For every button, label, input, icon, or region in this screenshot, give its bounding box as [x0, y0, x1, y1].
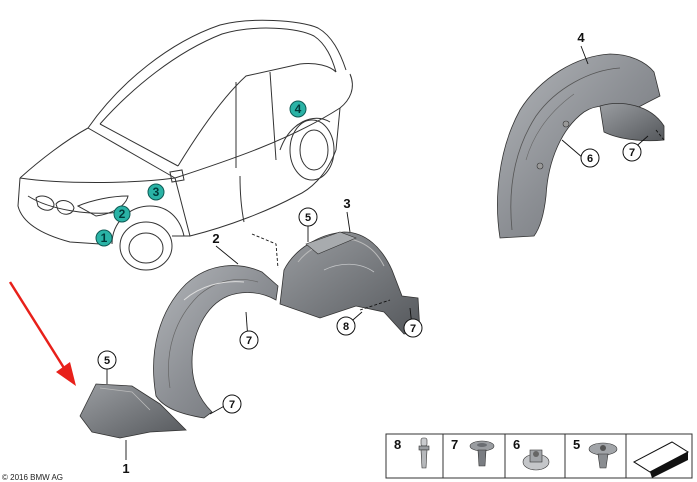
rivet-icon [418, 437, 430, 469]
part-number-3: 3 [343, 196, 350, 211]
callout-5-upper: 5 [298, 207, 318, 227]
legend-number-7: 7 [451, 437, 458, 452]
svg-text:1: 1 [101, 231, 108, 245]
callout-7-right: 7 [403, 318, 423, 338]
svg-text:7: 7 [410, 323, 416, 335]
svg-text:7: 7 [229, 399, 235, 411]
legend-number-6: 6 [513, 437, 520, 452]
svg-text:4: 4 [295, 102, 302, 116]
car-marker-2: 2 [113, 205, 131, 223]
legend-number-8: 8 [394, 437, 401, 452]
callout-7-middle: 7 [239, 330, 259, 350]
svg-text:8: 8 [343, 321, 349, 333]
callout-5-lower: 5 [97, 350, 117, 370]
callout-8: 8 [336, 316, 356, 336]
part-number-4: 4 [577, 30, 585, 45]
car-marker-3: 3 [147, 183, 165, 201]
svg-text:6: 6 [587, 153, 593, 165]
red-arrow-indicator [8, 281, 76, 386]
leader-lines [106, 45, 665, 460]
svg-text:2: 2 [119, 207, 126, 221]
fastener-legend: 8 7 6 5 [385, 433, 693, 479]
callout-7-lower: 7 [222, 394, 242, 414]
car-outline [17, 19, 353, 271]
callout-6: 6 [580, 148, 600, 168]
part-2-front-liner [153, 265, 279, 419]
svg-text:5: 5 [104, 355, 110, 367]
expanding-rivet-icon [469, 440, 495, 467]
part-3-front-rear-liner [279, 231, 421, 335]
legend-number-5: 5 [573, 437, 580, 452]
svg-text:5: 5 [305, 212, 311, 224]
part-4-rear-liner [497, 53, 665, 239]
svg-text:7: 7 [629, 147, 635, 159]
car-marker-1: 1 [95, 229, 113, 247]
part-number-2: 2 [212, 231, 219, 246]
plastic-nut-icon [588, 442, 618, 469]
car-marker-4: 4 [289, 100, 307, 118]
callout-7-rear: 7 [622, 142, 642, 162]
copyright-text: © 2016 BMW AG [2, 473, 63, 482]
svg-text:3: 3 [153, 185, 160, 199]
speed-nut-icon [522, 449, 550, 471]
part-number-1: 1 [122, 461, 129, 476]
svg-text:7: 7 [246, 335, 252, 347]
document-icon [632, 441, 690, 478]
part-1-cover [79, 383, 187, 439]
